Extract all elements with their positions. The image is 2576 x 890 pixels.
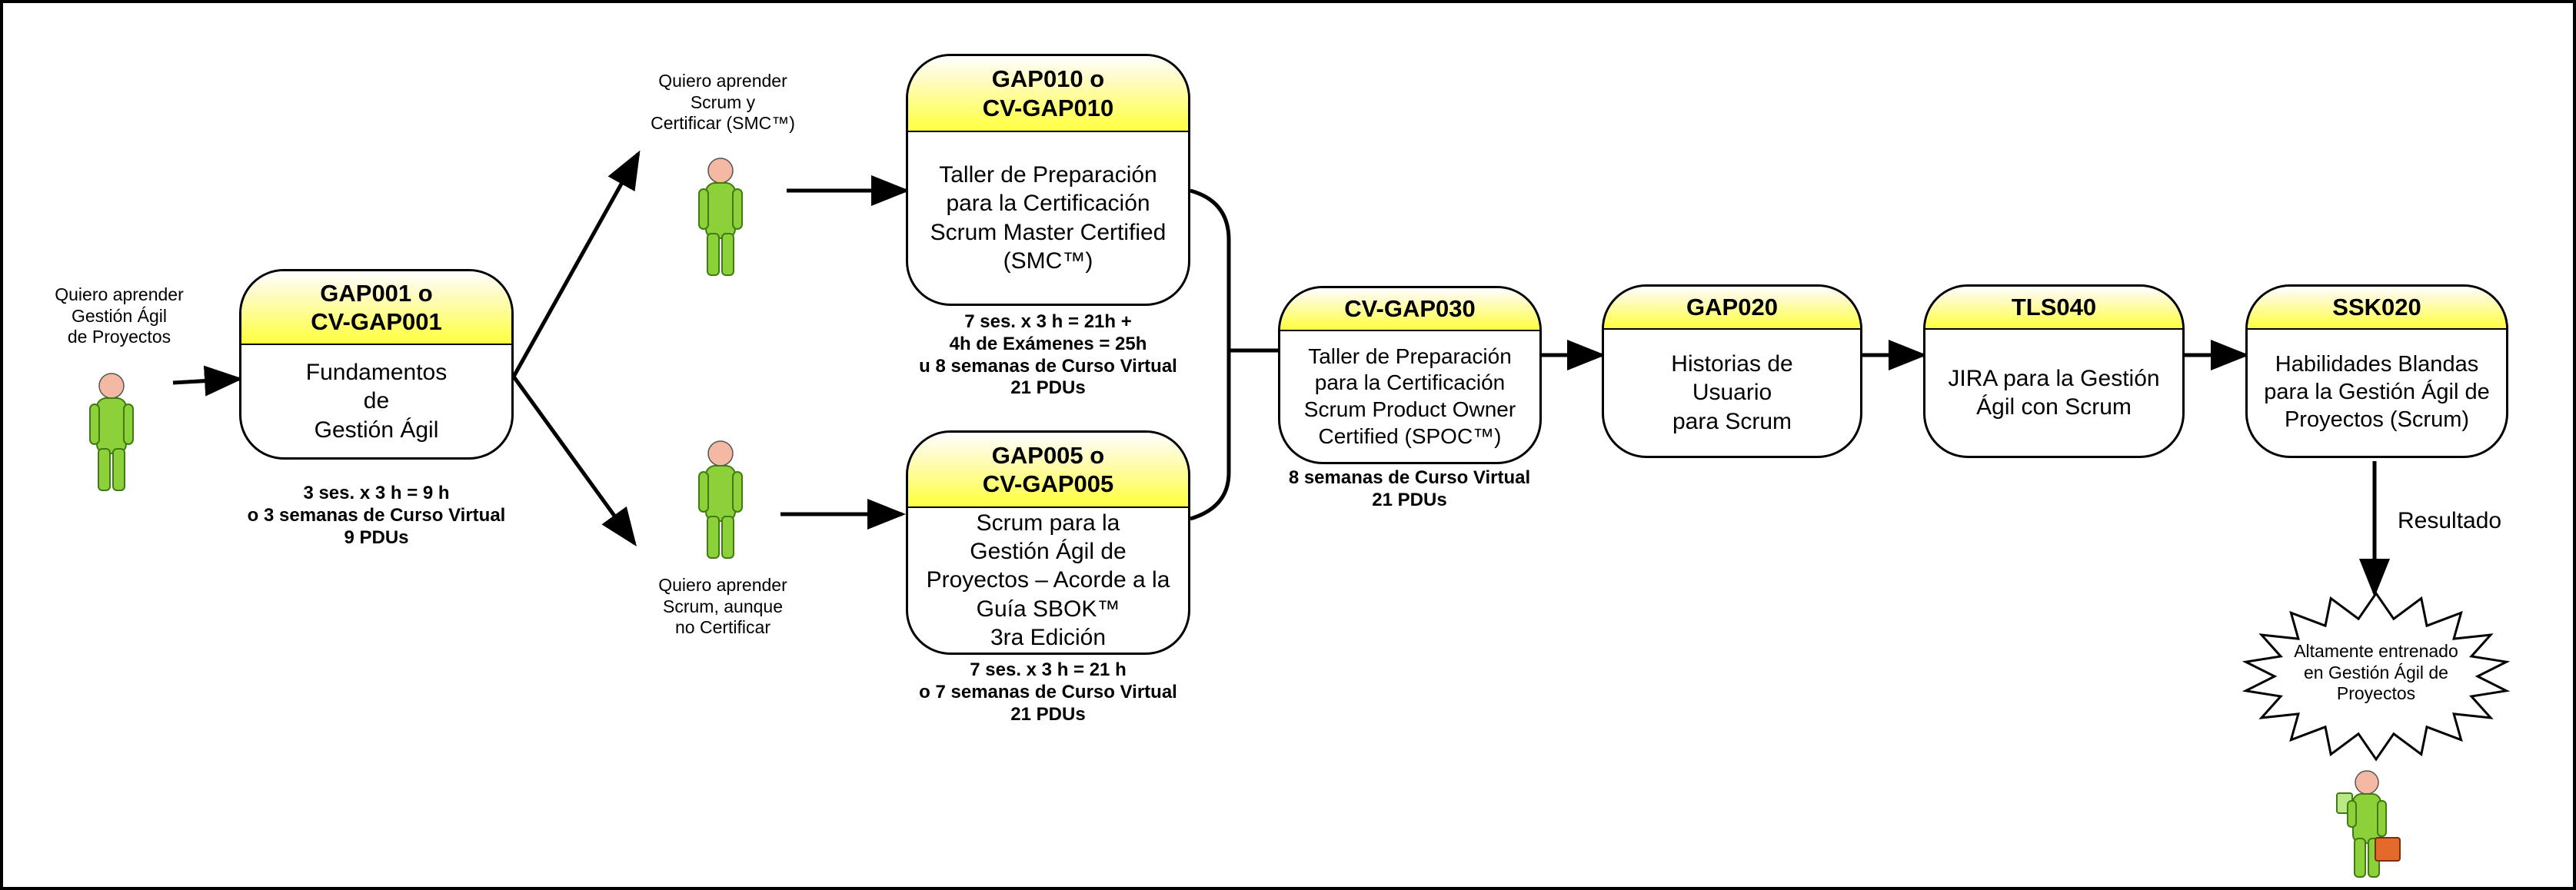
- arrow-gap001-to-certify: [511, 150, 641, 378]
- course-title: Scrum para la Gestión Ágil de Proyectos …: [926, 510, 1170, 650]
- course-code: GAP005 o CV-GAP005: [908, 433, 1188, 508]
- arrow-learner-to-gap001: [172, 365, 243, 397]
- course-title: Taller de Preparación para la Certificac…: [930, 162, 1167, 274]
- course-gap001: GAP001 o CV-GAP001 Fundamentos de Gestió…: [239, 269, 514, 460]
- course-note: 7 ses. x 3 h = 21 h o 7 semanas de Curso…: [919, 659, 1177, 725]
- learner-general-caption: Quiero aprender Gestión Ágil de Proyecto…: [55, 284, 184, 347]
- course-ssk020: SSK020 Habilidades Blandas para la Gesti…: [2245, 284, 2508, 458]
- course-gap010: GAP010 o CV-GAP010 Taller de Preparación…: [906, 54, 1190, 306]
- person-icon: [698, 440, 743, 559]
- course-gap020: GAP020 Historias de Usuario para Scrum: [1602, 284, 1862, 458]
- trained-caption: Altamente entrenado en Gestión Ágil de P…: [2294, 641, 2458, 704]
- result-starburst: [2242, 591, 2511, 762]
- course-gap005: GAP005 o CV-GAP005 Scrum para la Gestión…: [906, 430, 1190, 655]
- course-note: 3 ses. x 3 h = 9 h o 3 semanas de Curso …: [247, 483, 506, 548]
- result-label: Resultado: [2398, 508, 2502, 533]
- learner-no-certify-caption: Quiero aprender Scrum, aunque no Certifi…: [658, 575, 787, 638]
- arrow-gap001-to-no-certify: [511, 375, 637, 547]
- person-icon: [698, 158, 743, 276]
- person-icon: [89, 373, 134, 491]
- learner-certify-caption: Quiero aprender Scrum y Certificar (SMC™…: [651, 71, 795, 134]
- merge-bracket: [1190, 188, 1231, 521]
- person-with-briefcase-icon: [2336, 770, 2401, 878]
- course-gap030: CV-GAP030 Taller de Preparación para la …: [1278, 286, 1542, 464]
- course-code: SSK020: [2248, 287, 2506, 330]
- course-code: GAP020: [1604, 287, 1860, 330]
- course-code: GAP001 o CV-GAP001: [241, 271, 511, 345]
- course-code: TLS040: [1925, 287, 2182, 330]
- course-title: Taller de Preparación para la Certificac…: [1303, 344, 1516, 448]
- course-title: JIRA para la Gestión Ágil con Scrum: [1948, 365, 2160, 420]
- course-code: CV-GAP030: [1280, 288, 1539, 331]
- course-note: 7 ses. x 3 h = 21h + 4h de Exámenes = 25…: [919, 311, 1177, 399]
- course-tls040: TLS040 JIRA para la Gestión Ágil con Scr…: [1923, 284, 2185, 458]
- course-title: Historias de Usuario para Scrum: [1671, 351, 1793, 434]
- course-title: Fundamentos de Gestión Ágil: [305, 360, 448, 443]
- course-note: 8 semanas de Curso Virtual 21 PDUs: [1288, 467, 1531, 510]
- course-code: GAP010 o CV-GAP010: [908, 56, 1188, 132]
- course-title: Habilidades Blandas para la Gestión Ágil…: [2264, 352, 2490, 432]
